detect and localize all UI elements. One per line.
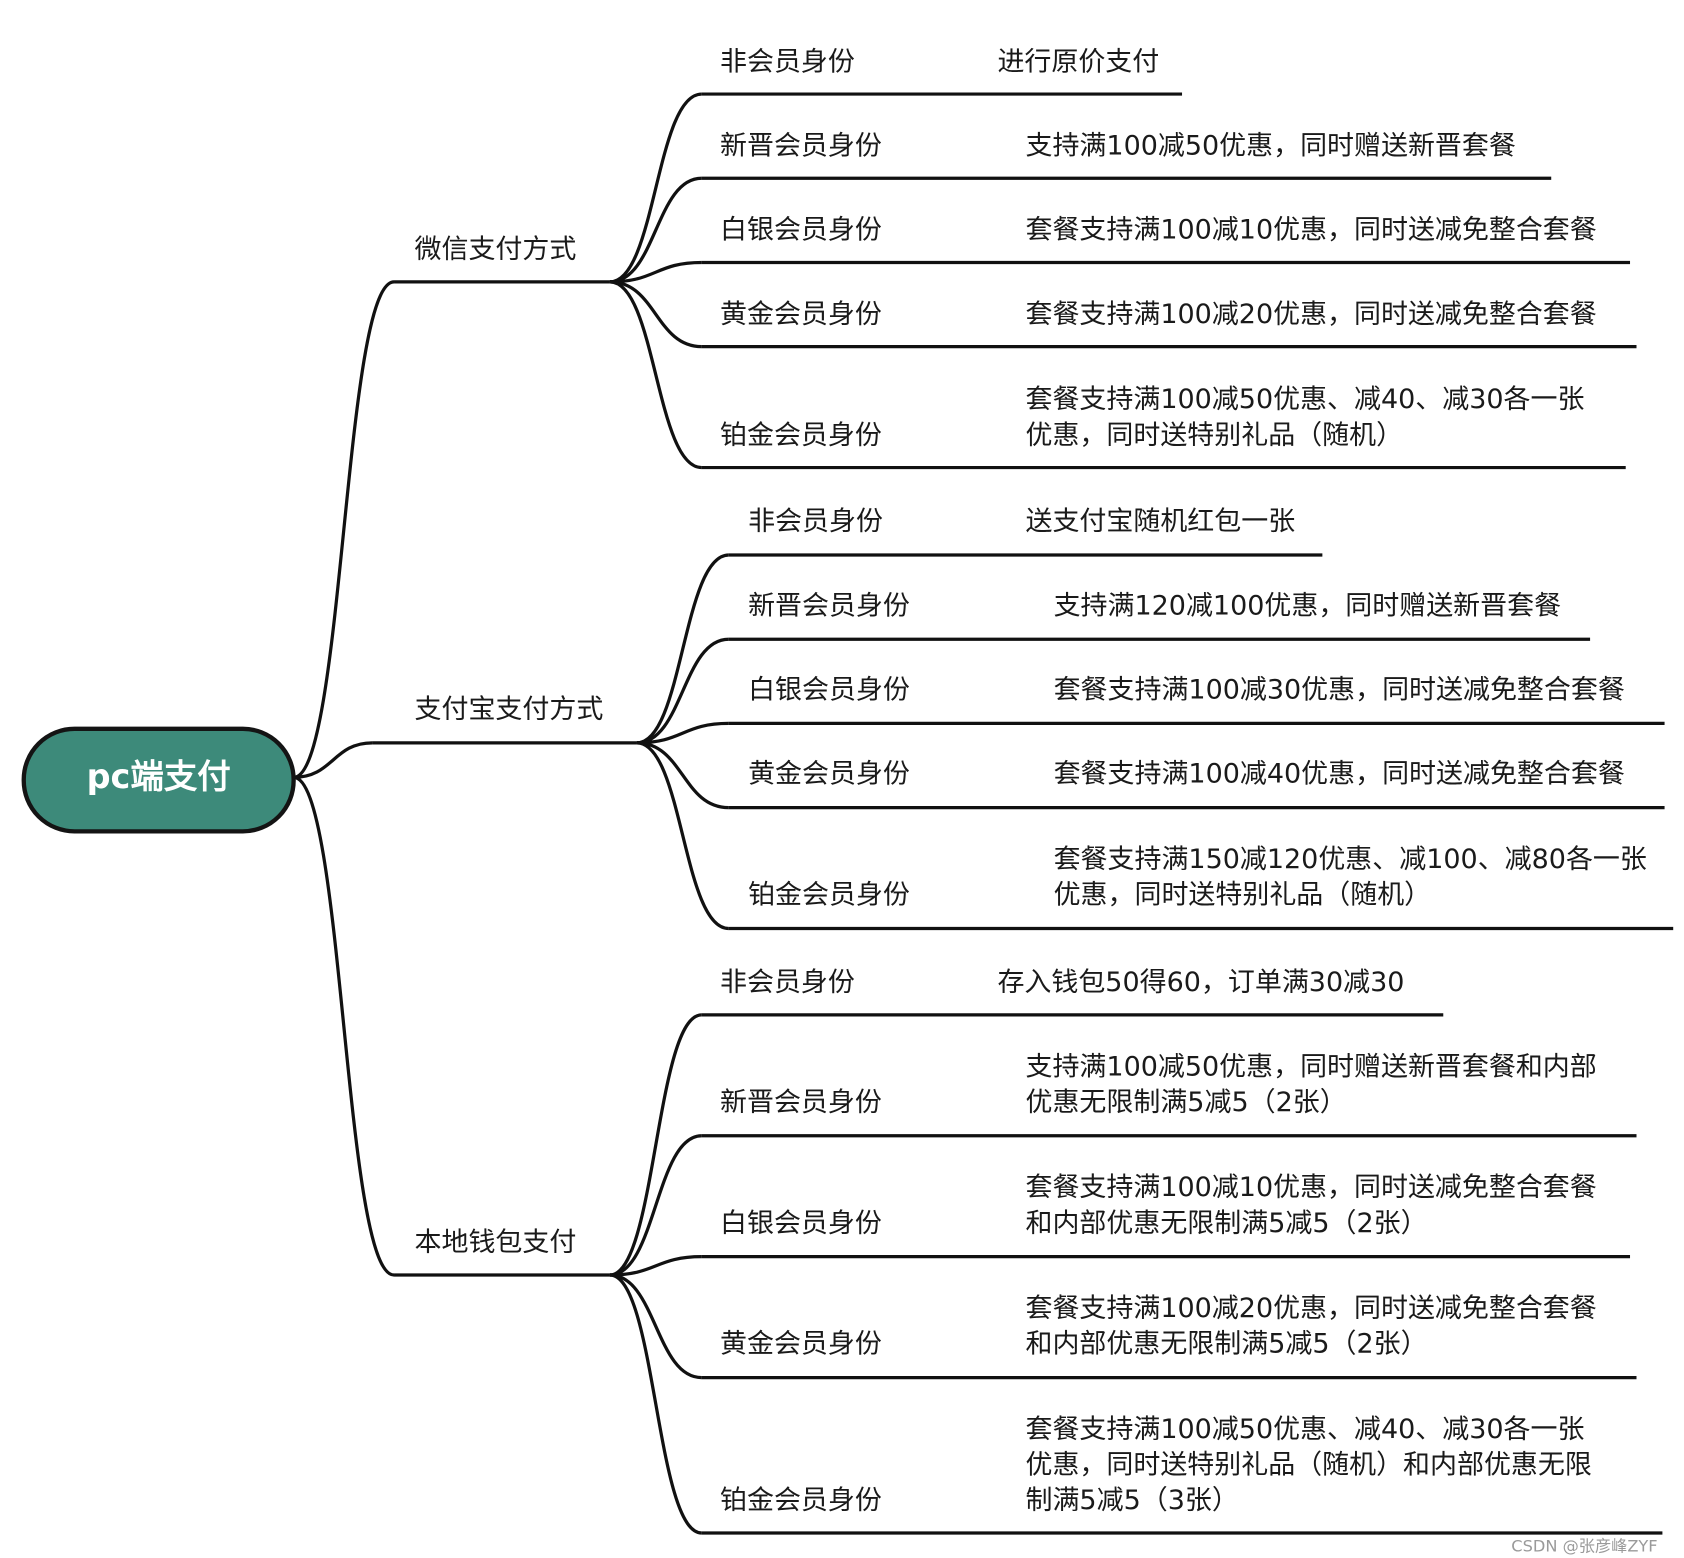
root-branch-connector [293,280,395,779]
branch-node[interactable]: 支付宝支付方式 [415,694,604,725]
branch-child-connector [609,280,702,349]
branch-label: 支付宝支付方式 [415,694,604,725]
benefit-description: 套餐支持满100减40优惠，同时送减免整合套餐 [1054,759,1625,790]
benefit-description: 套餐支持满100减50优惠、减40、减30各一张 [1026,1414,1585,1445]
benefit-description: 和内部优惠无限制满5减5（2张） [1026,1208,1428,1239]
benefit-description: 支持满100减50优惠，同时赠送新晋套餐 [1026,130,1516,161]
benefit-description: 优惠，同时送特别礼品（随机）和内部优惠无限 [1026,1450,1592,1481]
benefit-description: 制满5减5（3张） [1026,1485,1239,1516]
child-node[interactable]: 新晋会员身份 支持满100减50优惠，同时赠送新晋套餐 [720,130,1516,161]
child-node[interactable]: 非会员身份 送支付宝随机红包一张 [748,506,1295,537]
branch-child-connector [609,1013,703,1277]
benefit-description: 套餐支持满100减20优惠，同时送减免整合套餐 [1026,299,1597,330]
membership-identity: 非会员身份 [720,967,855,998]
benefit-description: 支持满100减50优惠，同时赠送新晋套餐和内部 [1026,1051,1597,1082]
branch-child-connector [636,741,729,810]
branch-node[interactable]: 微信支付方式 [415,234,577,265]
branch-child-connector [609,1255,702,1277]
child-node[interactable]: 白银会员身份 套餐支持满100减10优惠，同时送减免整合套餐和内部优惠无限制满5减… [720,1172,1597,1239]
branch-label: 微信支付方式 [415,234,577,265]
branch-child-connector [609,260,702,284]
child-node[interactable]: 新晋会员身份 支持满120减100优惠，同时赠送新晋套餐 [748,590,1561,621]
membership-identity: 铂金会员身份 [720,420,882,451]
benefit-description: 存入钱包50得60，订单满30减30 [997,967,1404,998]
branch-child-connector [636,721,729,745]
branch-child-connector [609,1273,703,1535]
branch-node[interactable]: 本地钱包支付 [415,1227,577,1258]
benefit-description: 套餐支持满100减10优惠，同时送减免整合套餐 [1026,215,1597,246]
branch-child-connector [609,176,702,284]
branch-label: 本地钱包支付 [415,1227,577,1258]
root-node[interactable]: pc端支付 [21,726,296,834]
membership-identity: 新晋会员身份 [720,1087,882,1118]
benefit-description: 和内部优惠无限制满5减5（2张） [1026,1329,1428,1360]
child-node[interactable]: 黄金会员身份 套餐支持满100减20优惠，同时送减免整合套餐和内部优惠无限制满5减… [720,1293,1597,1360]
membership-identity: 白银会员身份 [720,1208,882,1239]
root-label: pc端支付 [87,757,231,796]
membership-identity: 白银会员身份 [720,215,882,246]
benefit-description: 支持满120减100优惠，同时赠送新晋套餐 [1054,590,1562,621]
branch-child-connector [609,280,702,470]
child-node[interactable]: 铂金会员身份 套餐支持满150减120优惠、减100、减80各一张优惠，同时送特别… [748,844,1647,911]
branch-child-connector [609,92,702,284]
connector-lines [293,92,1674,1535]
membership-identity: 新晋会员身份 [720,130,882,161]
watermark: CSDN @张彦峰ZYF [1511,1537,1657,1556]
child-node[interactable]: 新晋会员身份 支持满100减50优惠，同时赠送新晋套餐和内部优惠无限制满5减5（2… [720,1051,1597,1118]
benefit-description: 套餐支持满150减120优惠、减100、减80各一张 [1054,844,1647,875]
benefit-description: 套餐支持满100减20优惠，同时送减免整合套餐 [1026,1293,1597,1324]
membership-identity: 非会员身份 [720,46,855,77]
root-branch-connector [293,775,395,1277]
benefit-description: 优惠无限制满5减5（2张） [1026,1087,1347,1118]
membership-identity: 非会员身份 [748,506,883,537]
membership-identity: 黄金会员身份 [748,759,910,790]
membership-identity: 黄金会员身份 [720,299,882,330]
benefit-description: 进行原价支付 [997,46,1159,77]
child-node[interactable]: 黄金会员身份 套餐支持满100减40优惠，同时送减免整合套餐 [748,759,1625,790]
membership-identity: 铂金会员身份 [720,1485,882,1516]
branch-child-connector [636,741,729,931]
child-node[interactable]: 非会员身份 存入钱包50得60，订单满30减30 [720,967,1404,998]
child-node[interactable]: 铂金会员身份 套餐支持满100减50优惠、减40、减30各一张优惠，同时送特别礼品… [720,384,1584,451]
benefit-description: 套餐支持满100减10优惠，同时送减免整合套餐 [1026,1172,1597,1203]
benefit-description: 套餐支持满100减30优惠，同时送减免整合套餐 [1054,675,1625,706]
membership-identity: 铂金会员身份 [748,880,910,911]
membership-identity: 黄金会员身份 [720,1329,882,1360]
child-node[interactable]: 白银会员身份 套餐支持满100减30优惠，同时送减免整合套餐 [748,675,1625,706]
branch-child-connector [609,1273,702,1380]
child-node[interactable]: 黄金会员身份 套餐支持满100减20优惠，同时送减免整合套餐 [720,299,1597,330]
benefit-description: 优惠，同时送特别礼品（随机） [1026,420,1404,451]
benefit-description: 优惠，同时送特别礼品（随机） [1054,880,1432,911]
membership-identity: 白银会员身份 [748,675,910,706]
benefit-description: 送支付宝随机红包一张 [1026,506,1296,537]
child-node[interactable]: 铂金会员身份 套餐支持满100减50优惠、减40、减30各一张优惠，同时送特别礼品… [720,1414,1592,1516]
branch-child-connector [609,1134,702,1277]
root-branch-connector [293,741,373,779]
child-node[interactable]: 白银会员身份 套餐支持满100减10优惠，同时送减免整合套餐 [720,215,1597,246]
branch-child-connector [636,553,729,745]
nodes: 微信支付方式非会员身份进行原价支付新晋会员身份支持满100减50优惠，同时赠送新… [415,46,1647,1516]
branch-child-connector [636,637,729,745]
root-node-shape [21,726,296,834]
benefit-description: 套餐支持满100减50优惠、减40、减30各一张 [1026,384,1585,415]
child-node[interactable]: 非会员身份 进行原价支付 [720,46,1159,77]
membership-identity: 新晋会员身份 [748,590,910,621]
